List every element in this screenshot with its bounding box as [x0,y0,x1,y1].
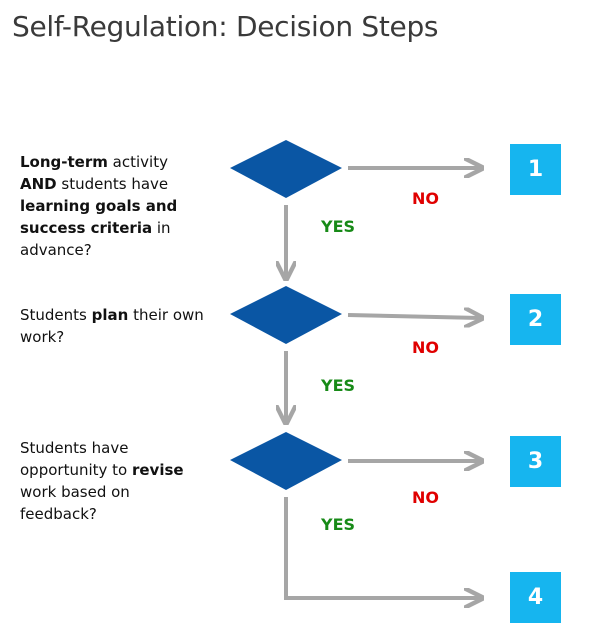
question-text-part: Students have opportunity to [20,439,132,479]
outcome-box-2: 2 [510,294,561,345]
decision-diamond-1 [230,140,342,198]
question-text-part: revise [131,461,184,479]
outcome-box-3: 3 [510,436,561,487]
question-text-part: in advance? [20,219,171,259]
question-3: Students have opportunity to revise work… [20,437,205,525]
yes-label-2: YES [321,376,356,395]
page-title: Self-Regulation: Decision Steps [12,10,439,43]
question-text-part: Long-term [20,153,108,171]
yes-arrow-3 [284,497,480,598]
question-1: Long-term activity AND students have lea… [20,151,205,261]
outcome-box-4: 4 [510,572,561,623]
question-text-part: students have [56,175,169,193]
question-text-part: Students [20,306,92,324]
decision-diamond-2 [230,286,342,344]
question-text-part: plan [91,306,129,324]
question-2: Students plan their own work? [20,304,205,348]
no-label-3: NO [412,488,439,507]
question-text-part: activity [107,153,168,171]
yes-label-1: YES [321,217,356,236]
decision-diamond-3 [230,432,342,490]
outcome-box-1: 1 [510,144,561,195]
yes-label-3: YES [321,515,356,534]
no-label-1: NO [412,189,439,208]
question-text-part: learning goals and success criteria [20,197,178,237]
question-text-part: AND [20,175,57,193]
question-text-part: their own work? [20,306,204,346]
question-text-part: work based on feedback? [20,483,130,523]
no-arrow-2 [347,315,480,318]
no-label-2: NO [412,338,439,357]
